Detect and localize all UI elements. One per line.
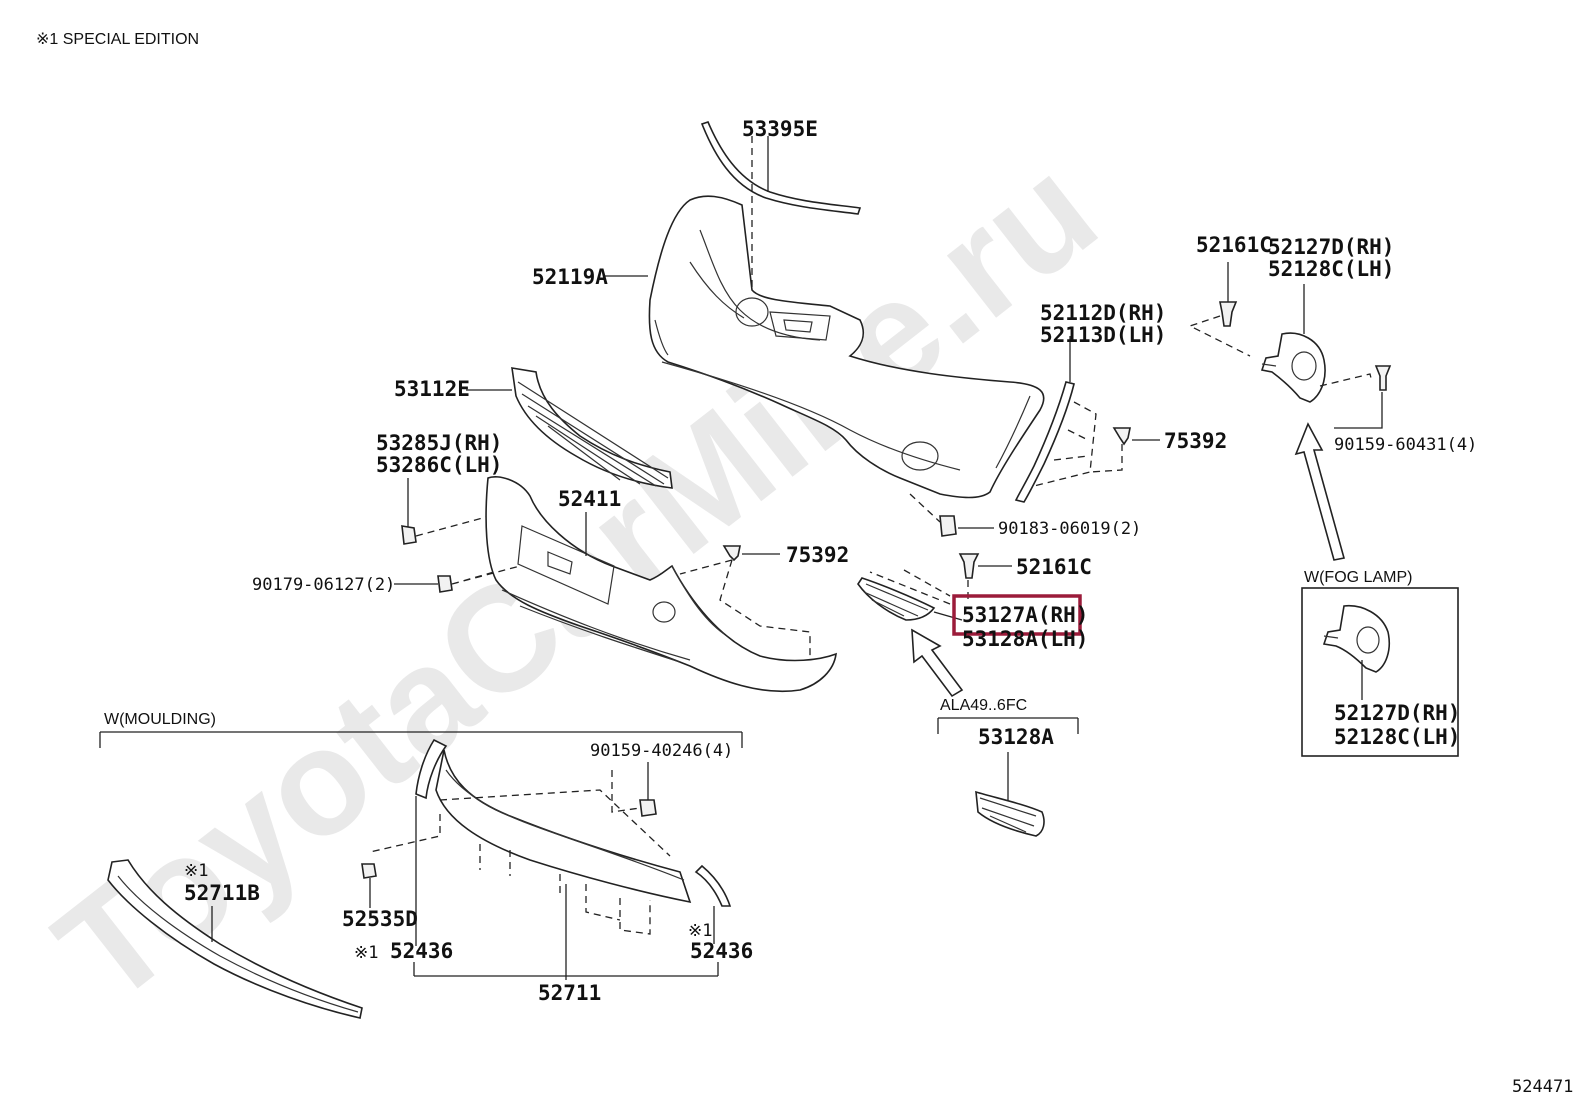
part-53112E-drawing[interactable] <box>511 367 673 489</box>
part-90159-40246-drawing[interactable] <box>639 799 657 817</box>
label-75392-right[interactable]: 75392 <box>1164 429 1227 453</box>
part-53285J-drawing[interactable] <box>401 525 417 545</box>
label-53395E[interactable]: 53395E <box>742 117 818 141</box>
part-52436-right-drawing[interactable] <box>694 864 732 907</box>
part-90183-drawing[interactable] <box>939 515 957 537</box>
label-52161C-mid[interactable]: 52161C <box>1016 555 1092 579</box>
part-90179-drawing[interactable] <box>437 575 453 593</box>
group-label-fog-lamp: W(FOG LAMP) <box>1304 569 1412 586</box>
part-90159-60431-drawing[interactable] <box>1374 365 1392 391</box>
part-53127A-drawing[interactable] <box>857 577 936 621</box>
label-53128A[interactable]: 53128A <box>978 725 1054 749</box>
label-53112E[interactable]: 53112E <box>394 377 470 401</box>
label-52128C-top[interactable]: 52128C(LH) <box>1268 257 1394 281</box>
part-52112D-drawing[interactable] <box>1014 381 1075 503</box>
label-52711[interactable]: 52711 <box>538 981 601 1005</box>
group-label-moulding: W(MOULDING) <box>104 711 216 728</box>
label-75392-left[interactable]: 75392 <box>786 543 849 567</box>
label-52127D-box[interactable]: 52127D(RH) <box>1334 701 1460 725</box>
part-75392-right-drawing[interactable] <box>1112 427 1131 446</box>
part-53395E-drawing[interactable] <box>700 121 862 215</box>
label-53127A[interactable]: 53127A(RH) <box>962 603 1088 627</box>
label-52711B[interactable]: 52711B <box>184 881 260 905</box>
label-53285J[interactable]: 53285J(RH) <box>376 431 502 455</box>
label-52127D-top[interactable]: 52127D(RH) <box>1268 235 1394 259</box>
label-90159-40246[interactable]: 90159-40246(4) <box>590 741 733 761</box>
part-52411-drawing[interactable] <box>485 476 837 693</box>
part-52711-drawing[interactable] <box>435 749 692 904</box>
label-52161C-top[interactable]: 52161C <box>1196 233 1272 257</box>
label-52119A[interactable]: 52119A <box>532 265 608 289</box>
mark-52436-right: ※1 <box>688 921 712 941</box>
part-52711B-drawing[interactable] <box>107 859 363 1019</box>
part-52436-left-drawing[interactable] <box>415 738 448 800</box>
part-53128A-drawing[interactable] <box>975 790 1045 837</box>
label-52113D[interactable]: 52113D(LH) <box>1040 323 1166 347</box>
arrow-to-garnish <box>911 628 964 698</box>
arrow-to-fog-lamp <box>1294 422 1346 561</box>
mark-52436-left: ※1 <box>354 943 378 963</box>
fog-lamp-group-box <box>1301 587 1459 757</box>
label-52112D[interactable]: 52112D(RH) <box>1040 301 1166 325</box>
label-52128C-box[interactable]: 52128C(LH) <box>1334 725 1460 749</box>
label-52436-left[interactable]: 52436 <box>390 939 453 963</box>
label-90159-60431[interactable]: 90159-60431(4) <box>1334 435 1477 455</box>
label-52535D[interactable]: 52535D <box>342 907 418 931</box>
label-53286C[interactable]: 53286C(LH) <box>376 453 502 477</box>
mark-52711B: ※1 <box>184 861 208 881</box>
figure-id: 524471 <box>1512 1077 1573 1097</box>
label-52411[interactable]: 52411 <box>558 487 621 511</box>
part-52119A-drawing[interactable] <box>648 195 1045 499</box>
part-52127D-box-drawing[interactable] <box>1322 605 1391 673</box>
special-edition-note: ※1 SPECIAL EDITION <box>36 31 199 48</box>
part-75392-left-drawing[interactable] <box>722 545 741 562</box>
label-53128A-lh[interactable]: 53128A(LH) <box>962 627 1088 651</box>
part-52535D-drawing[interactable] <box>361 863 377 879</box>
label-90183-06019[interactable]: 90183-06019(2) <box>998 519 1141 539</box>
highlight-frame <box>952 594 1082 636</box>
part-52161C-top-drawing[interactable] <box>1219 301 1238 327</box>
group-label-ala: ALA49..6FC <box>940 697 1027 714</box>
part-52161C-mid-drawing[interactable] <box>958 553 980 579</box>
label-90179-06127[interactable]: 90179-06127(2) <box>252 575 395 595</box>
part-52127D-top-drawing[interactable] <box>1260 332 1326 403</box>
label-52436-right[interactable]: 52436 <box>690 939 753 963</box>
